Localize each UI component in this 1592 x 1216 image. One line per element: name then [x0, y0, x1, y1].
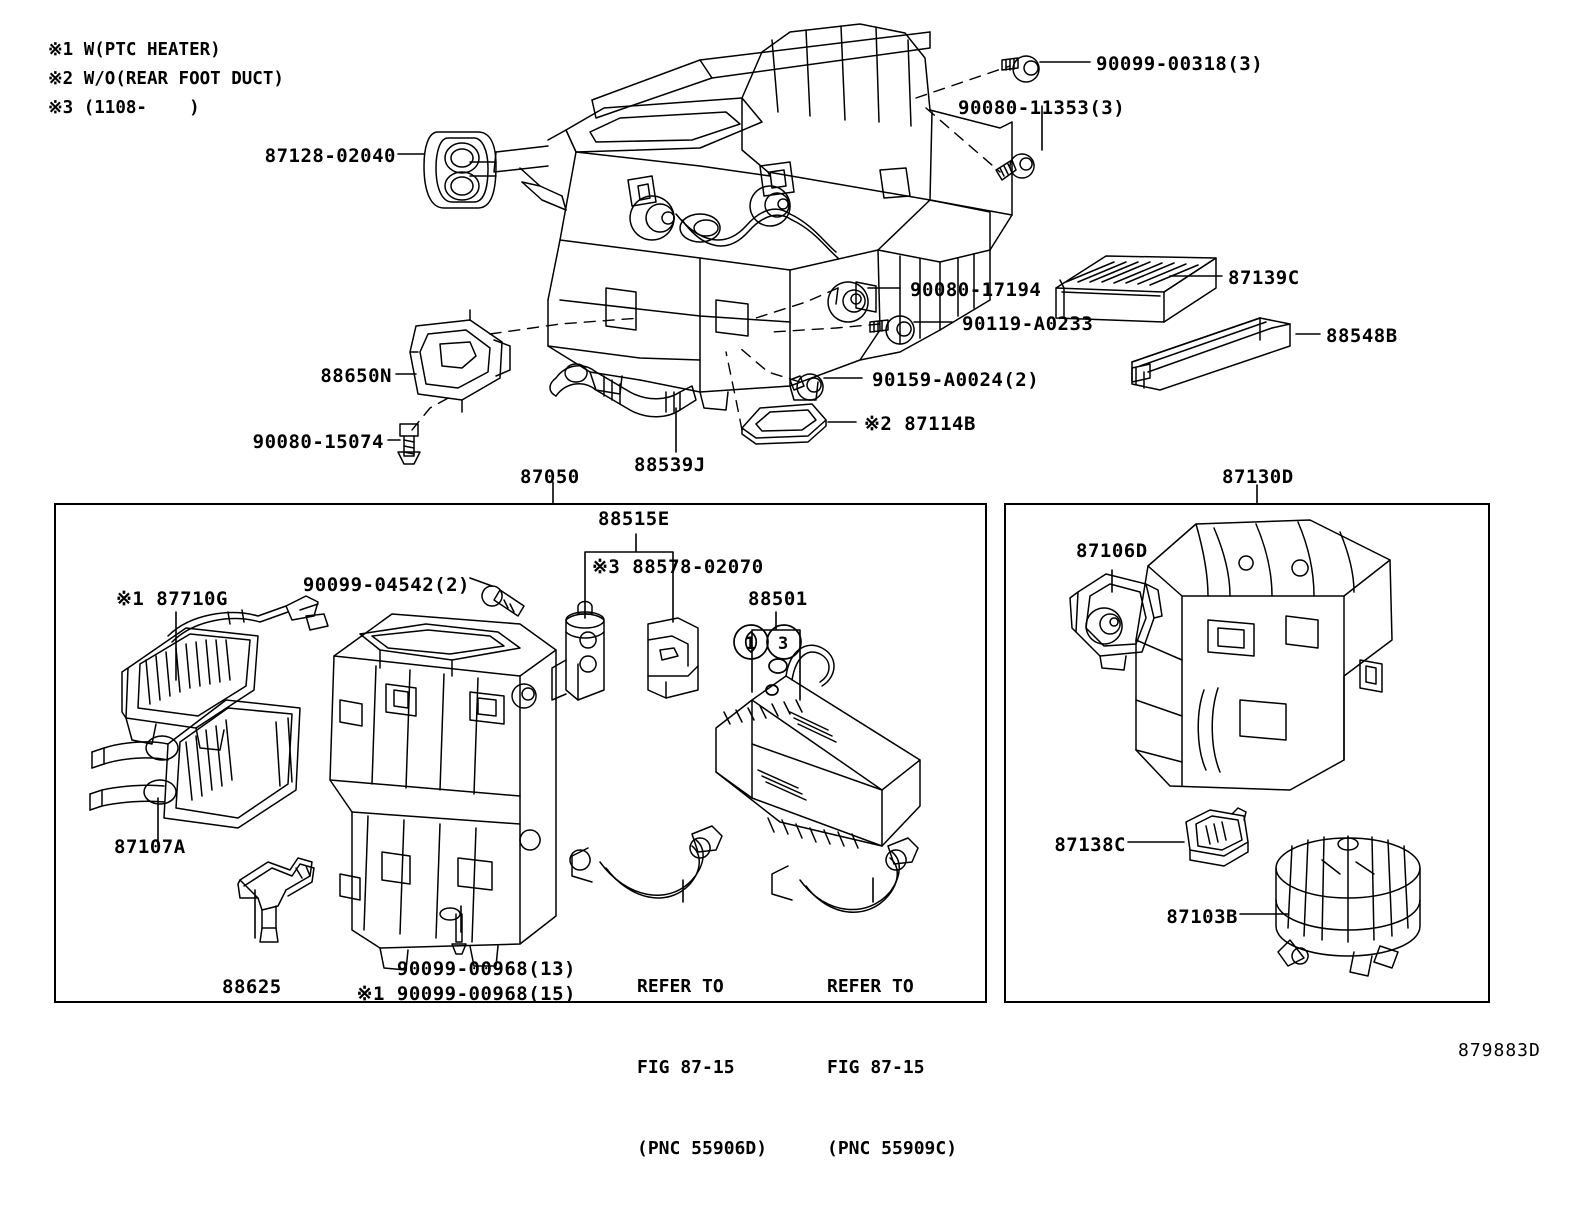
part-label-87106D: 87106D	[1076, 540, 1148, 562]
part-label-87138C: 87138C	[1054, 834, 1126, 856]
legend-note-1: ※1 W(PTC HEATER)	[48, 40, 221, 60]
part-label-90159-A0024: 90159-A0024(2)	[872, 369, 1040, 391]
legend-note-2: ※2 W/O(REAR FOOT DUCT)	[48, 69, 284, 89]
refer-right-line-3: (PNC 55909C)	[827, 1138, 958, 1159]
callout-number-1: 1	[745, 634, 756, 654]
part-label-88501: 88501	[748, 588, 808, 610]
callout-circles	[733, 624, 802, 696]
refer-left-line-2: FIG 87-15	[637, 1057, 735, 1078]
part-label-87107A: 87107A	[114, 836, 186, 858]
air-filter-87139C-art	[1055, 255, 1217, 323]
part-label-87050: 87050	[520, 466, 580, 488]
refer-right-line-2: FIG 87-15	[827, 1057, 925, 1078]
bracket-88650N-art	[409, 309, 511, 413]
hose-88539J-art	[549, 363, 697, 418]
clip-90159-A0024-art	[789, 373, 824, 401]
diagram-linework	[89, 23, 1421, 977]
legend-note-3: ※3 (1108- )	[48, 98, 200, 118]
screw-90099-00318-art	[1001, 55, 1040, 83]
heater-unit-art	[469, 23, 1013, 411]
part-label-87103B: 87103B	[1166, 906, 1238, 928]
part-label-87130D: 87130D	[1222, 466, 1294, 488]
screw-90119-A0233-art	[869, 315, 915, 345]
part-label-88539J: 88539J	[634, 454, 706, 476]
refer-right-line-1: REFER TO	[827, 976, 914, 997]
grommet-87128-art	[423, 131, 497, 209]
callout-number-3: 3	[778, 634, 789, 654]
part-label-90119-A0233: 90119-A0233	[962, 313, 1094, 335]
part-label-87114B: ※2 87114B	[864, 413, 976, 435]
bolt-90080-11353-art	[995, 153, 1035, 181]
refer-block-left: REFER TO FIG 87-15 (PNC 55906D)	[637, 919, 767, 1216]
diagram-code: 879883D	[1458, 1040, 1541, 1061]
part-label-90080-15074: 90080-15074	[252, 431, 384, 453]
part-label-88625: 88625	[222, 976, 282, 998]
leaders-upper	[387, 61, 1321, 505]
part-label-90099-04542: 90099-04542(2)	[302, 574, 470, 596]
refer-left-line-1: REFER TO	[637, 976, 724, 997]
right-panel-frame	[1004, 503, 1490, 1003]
parts-diagram-sheet: ※1 W(PTC HEATER) ※2 W/O(REAR FOOT DUCT) …	[48, 23, 1541, 1159]
filter-cover-88548B-art	[1131, 317, 1291, 391]
duct-cover-87114B-art	[741, 403, 827, 445]
part-label-90099-00318: 90099-00318(3)	[1096, 53, 1264, 75]
part-label-88515E: 88515E	[598, 508, 670, 530]
left-panel-frame	[54, 503, 987, 1003]
refer-block-right: REFER TO FIG 87-15 (PNC 55909C)	[827, 919, 957, 1216]
part-label-87139C: 87139C	[1228, 267, 1300, 289]
bolt-90080-15074-art	[397, 423, 421, 465]
part-label-88578-02070: ※3 88578-02070	[592, 556, 764, 578]
part-label-87128-02040: 87128-02040	[264, 145, 396, 167]
part-label-90099-00968-15: ※1 90099-00968(15)	[356, 983, 576, 1005]
part-label-88548B: 88548B	[1326, 325, 1398, 347]
part-label-87710G: ※1 87710G	[116, 588, 228, 610]
part-label-90080-17194: 90080-17194	[910, 279, 1042, 301]
part-label-88650N: 88650N	[320, 365, 392, 387]
part-label-90099-00968-13: 90099-00968(13)	[396, 958, 576, 980]
refer-left-line-3: (PNC 55906D)	[637, 1138, 768, 1159]
dashed-leaders-upper	[411, 65, 1011, 431]
left-panel-art	[89, 585, 921, 971]
grommet-90080-17194-art	[827, 281, 869, 323]
right-panel-art	[1069, 519, 1421, 977]
part-label-90080-11353: 90080-11353(3)	[958, 97, 1126, 119]
leaders-right-panel	[1111, 569, 1289, 915]
